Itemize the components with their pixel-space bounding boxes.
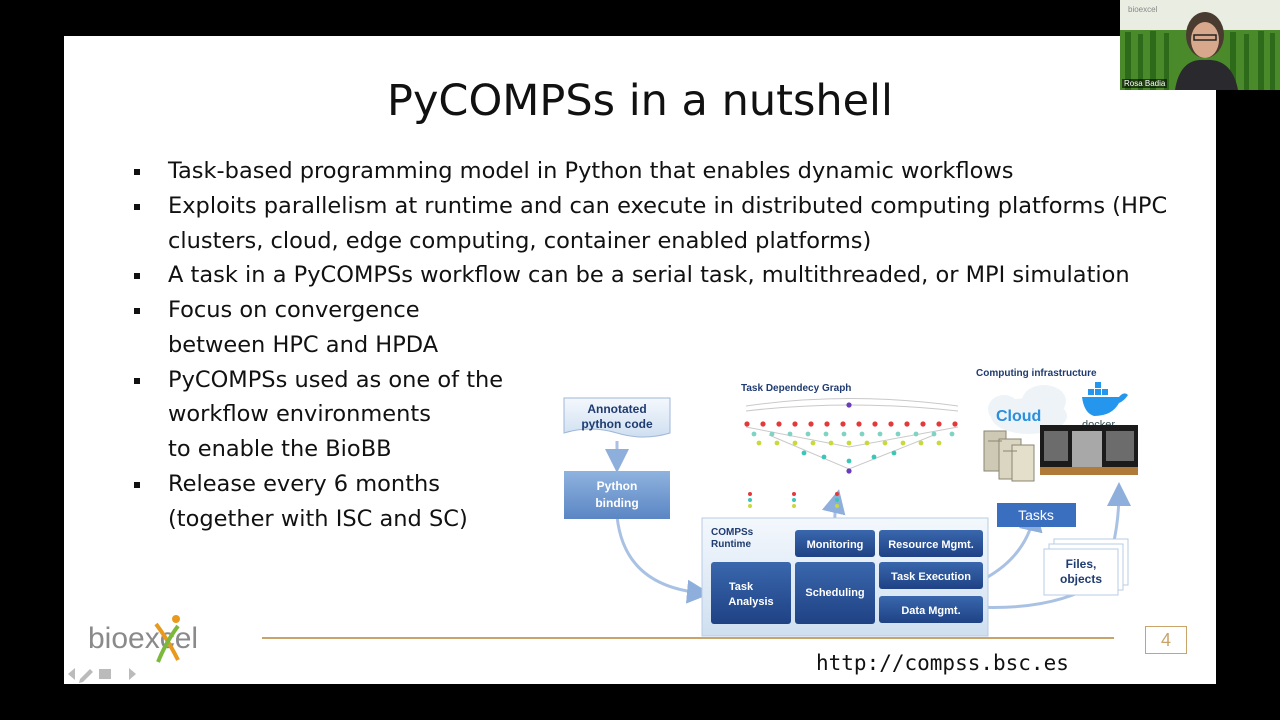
prev-slide-icon[interactable] — [68, 668, 75, 680]
task-graph-label: Task Dependecy Graph — [741, 383, 851, 394]
task-analysis-line1: Task — [729, 581, 754, 593]
slide-title: PyCOMPSs in a nutshell — [387, 76, 893, 126]
data-mgmt-box: Data Mgmt. — [879, 596, 983, 623]
slide: PyCOMPSs in a nutshell Task-based progra… — [64, 36, 1216, 684]
tasks-box: Tasks — [997, 503, 1076, 527]
compss-runtime-panel: COMPSs Runtime Task Analysis Monitoring … — [701, 517, 989, 637]
footer-url: http://compss.bsc.es — [816, 651, 1069, 675]
scheduling-box: Scheduling — [795, 562, 875, 624]
resource-mgmt-box: Resource Mgmt. — [879, 530, 983, 557]
task-execution-box: Task Execution — [879, 562, 983, 589]
bullet-item: A task in a PyCOMPSs workflow can be a s… — [130, 258, 1190, 293]
monitoring-label: Monitoring — [807, 539, 864, 551]
bullet-item: Focus on convergence between HPC and HPD… — [130, 293, 550, 363]
datacenter-photo — [1040, 425, 1138, 475]
python-binding-line1: Python — [597, 479, 638, 493]
resource-mgmt-label: Resource Mgmt. — [888, 539, 974, 551]
python-binding-line2: binding — [595, 496, 638, 510]
files-objects-line2: objects — [1060, 572, 1102, 586]
cloud-icon: Cloud — [988, 385, 1067, 434]
python-binding-box: Python binding — [564, 471, 670, 519]
runtime-label-line2: Runtime — [711, 539, 751, 550]
files-objects-stack: Files, objects — [1043, 538, 1129, 596]
bioexcel-logo: bioexcel — [88, 615, 198, 663]
cloud-text: Cloud — [996, 408, 1041, 425]
architecture-diagram: Annotated python code Python binding Tas… — [563, 368, 1138, 637]
next-slide-icon[interactable] — [129, 668, 136, 680]
footer-divider — [262, 637, 1114, 639]
docker-icon: docker — [1082, 382, 1128, 431]
menu-icon[interactable] — [99, 669, 111, 679]
task-analysis-box: Task Analysis — [711, 562, 791, 624]
bullet-item: PyCOMPSs used as one of the workflow env… — [130, 363, 550, 467]
tasks-label: Tasks — [1018, 507, 1054, 523]
servers-icon — [983, 430, 1035, 482]
annotated-code-box: Annotated python code — [563, 397, 671, 438]
bullet-line: Focus on convergence — [168, 297, 420, 323]
bullet-line: workflow environments — [168, 401, 431, 428]
bullet-line: (together with ISC and SC) — [168, 505, 468, 532]
task-analysis-line2: Analysis — [728, 596, 773, 608]
task-execution-label: Task Execution — [891, 571, 971, 583]
bullet-line: between HPC and HPDA — [168, 331, 439, 358]
speaker-video-thumbnail[interactable]: bioexcel Rosa Badia — [1120, 0, 1280, 90]
bullet-item: Task-based programming model in Python t… — [130, 154, 1190, 189]
speaker-video-image: bioexcel — [1120, 0, 1280, 90]
data-mgmt-label: Data Mgmt. — [901, 605, 960, 617]
speaker-name-label: Rosa Badia — [1122, 79, 1168, 88]
logo-text: bioexcel — [88, 622, 198, 655]
monitoring-box: Monitoring — [795, 530, 875, 557]
bullet-list-top: Task-based programming model in Python t… — [130, 154, 1190, 293]
bullet-line: Release every 6 months — [168, 470, 440, 497]
annotated-code-line1: Annotated — [587, 402, 646, 416]
bullet-line: to enable the BioBB — [168, 436, 392, 463]
pen-icon[interactable] — [79, 669, 93, 683]
bullet-item: Exploits parallelism at runtime and can … — [130, 189, 1190, 259]
video-logo-text: bioexcel — [1128, 5, 1158, 14]
task-dependency-graph — [744, 398, 959, 508]
bullet-item: Release every 6 months (together with IS… — [130, 467, 550, 537]
bullet-line: PyCOMPSs used as one of the — [168, 366, 504, 393]
page-number: 4 — [1145, 626, 1187, 654]
annotated-code-line2: python code — [581, 417, 653, 431]
files-objects-line1: Files, — [1066, 557, 1097, 571]
computing-infra-label: Computing infrastructure — [976, 368, 1097, 379]
scheduling-label: Scheduling — [805, 587, 864, 599]
slide-nav-controls — [68, 668, 136, 683]
bullet-list-bottom: Focus on convergence between HPC and HPD… — [130, 293, 550, 537]
runtime-label-line1: COMPSs — [711, 527, 754, 538]
